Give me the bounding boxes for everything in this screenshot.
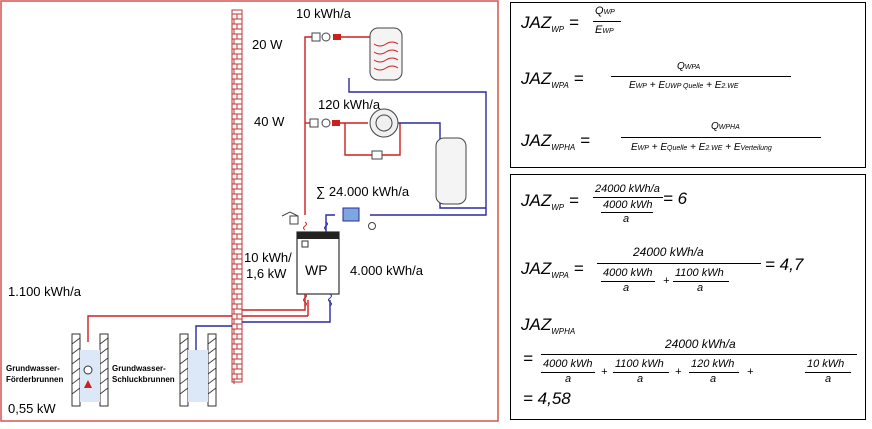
pump-mid: [309, 118, 340, 128]
sensor-icon: [368, 222, 376, 230]
storage-tank-top: [369, 27, 403, 81]
c1-numerator: 24000 kWh/a: [595, 183, 660, 195]
heat-meter-icon: [342, 207, 360, 222]
c2-t1-bar: [601, 281, 655, 282]
c3-t4-top: 10 kWh: [807, 358, 845, 370]
c3-plus-1: +: [601, 366, 608, 378]
injection-well-label-1: Grundwasser-: [112, 364, 166, 373]
storage-tank-right: [435, 137, 467, 205]
c3-t2-top: 1100 kWh: [615, 358, 664, 370]
well-power-label: 0,55 kW: [8, 401, 56, 416]
c3-numerator: 24000 kWh/a: [665, 337, 736, 351]
c1-result: = 6: [663, 189, 688, 208]
house-wall: [231, 9, 243, 384]
c3-t1-bot: a: [565, 373, 572, 385]
sum-energy-label: ∑ 24.000 kWh/a: [316, 184, 410, 199]
f1-numerator: QWP: [595, 5, 615, 17]
c3-fraction-bar: [541, 354, 857, 355]
c3-t4-bot: a: [825, 373, 832, 385]
c1-lhs: JAZWP =: [521, 191, 579, 212]
f3-numerator: QWPHA: [711, 121, 740, 132]
c2-plus: +: [663, 275, 670, 287]
f3-lhs: JAZWPHA =: [521, 131, 590, 152]
c3-t2-bot: a: [637, 373, 644, 385]
pump-top: [311, 32, 341, 42]
injection-well: [179, 333, 217, 407]
tank-top-energy-label: 10 kWh/a: [296, 6, 351, 21]
c1-fraction-bar: [593, 197, 663, 198]
f3-fraction-bar: [621, 137, 821, 138]
wp-label: WP: [305, 262, 328, 278]
c3-t1-bar: [541, 372, 595, 373]
formula-calculation-box: JAZWP = 24000 kWh/a 4000 kWh a = 6 JAZWP…: [510, 174, 866, 420]
cold-flex-joint: [328, 293, 332, 307]
c3-plus-2: +: [675, 366, 682, 378]
wp-power-label-2: 1,6 kW: [246, 266, 287, 281]
f2-denominator: EWP + EUWP Quelle + E2.WE: [629, 80, 739, 91]
heat-exchanger: [369, 108, 399, 138]
c3-t3-bar: [689, 372, 739, 373]
f2-numerator: QWPA: [677, 61, 701, 72]
c3-t1-top: 4000 kWh: [543, 358, 593, 370]
c1-den-top: 4000 kWh: [603, 199, 653, 211]
c3-equals: =: [523, 349, 533, 368]
diagram-svg: [0, 0, 499, 422]
c1-den-bot: a: [623, 213, 630, 225]
c2-t2-bar: [673, 281, 729, 282]
c3-result: = 4,58: [523, 389, 571, 408]
c2-lhs: JAZWPA =: [521, 259, 584, 280]
pump-mid-energy-label: 120 kWh/a: [318, 97, 381, 112]
c3-t2-bar: [613, 372, 669, 373]
well-energy-label: 1.100 kWh/a: [8, 284, 81, 299]
heating-system-diagram: 10 kWh/a 20 W 40 W 120 kWh/a ∑ 24.000 kW…: [0, 0, 499, 422]
c2-t2-bot: a: [697, 282, 704, 294]
c2-t1-top: 4000 kWh: [603, 267, 653, 279]
c3-plus-3: +: [747, 366, 754, 378]
extraction-well: [71, 333, 109, 407]
valve-bottom-mid: [371, 150, 383, 160]
formula-definitions-box: JAZWP = QWP EWP JAZWPA = QWPA EWP + EUWP…: [510, 2, 866, 168]
wp-energy-label: 4.000 kWh/a: [350, 263, 423, 278]
pump-mid-power-label: 40 W: [254, 114, 285, 129]
f1-denominator: EWP: [595, 24, 614, 36]
c3-t4-bar: [805, 372, 851, 373]
f2-fraction-bar: [611, 76, 791, 77]
f1-lhs: JAZWP =: [521, 13, 579, 34]
c2-numerator: 24000 kWh/a: [633, 245, 704, 259]
hot-flex-joint: [303, 293, 307, 307]
c3-t3-top: 120 kWh: [691, 358, 735, 370]
c2-result: = 4,7: [765, 255, 804, 274]
f1-fraction-bar: [593, 21, 621, 22]
valve-left-icon: [281, 211, 299, 225]
f3-denominator: EWP + EQuelle + E2.WE + EVerteilung: [631, 142, 772, 153]
wp-power-label-1: 10 kWh/: [244, 250, 292, 265]
c3-lhs: JAZWPHA: [521, 315, 576, 336]
c2-fraction-bar: [597, 263, 761, 264]
extraction-well-label-2: Förderbrunnen: [6, 375, 64, 384]
f2-lhs: JAZWPA =: [521, 69, 584, 90]
c2-t1-bot: a: [623, 282, 630, 294]
diagram-border: [0, 0, 499, 422]
injection-well-label-2: Schluckbrunnen: [112, 375, 175, 384]
heat-pump-unit: [296, 231, 340, 295]
extraction-well-label-1: Grundwasser-: [6, 364, 60, 373]
pump-top-power-label: 20 W: [252, 37, 283, 52]
c2-t2-top: 1100 kWh: [675, 267, 724, 279]
c1-inner-bar: [601, 212, 653, 213]
c3-t3-bot: a: [710, 373, 717, 385]
